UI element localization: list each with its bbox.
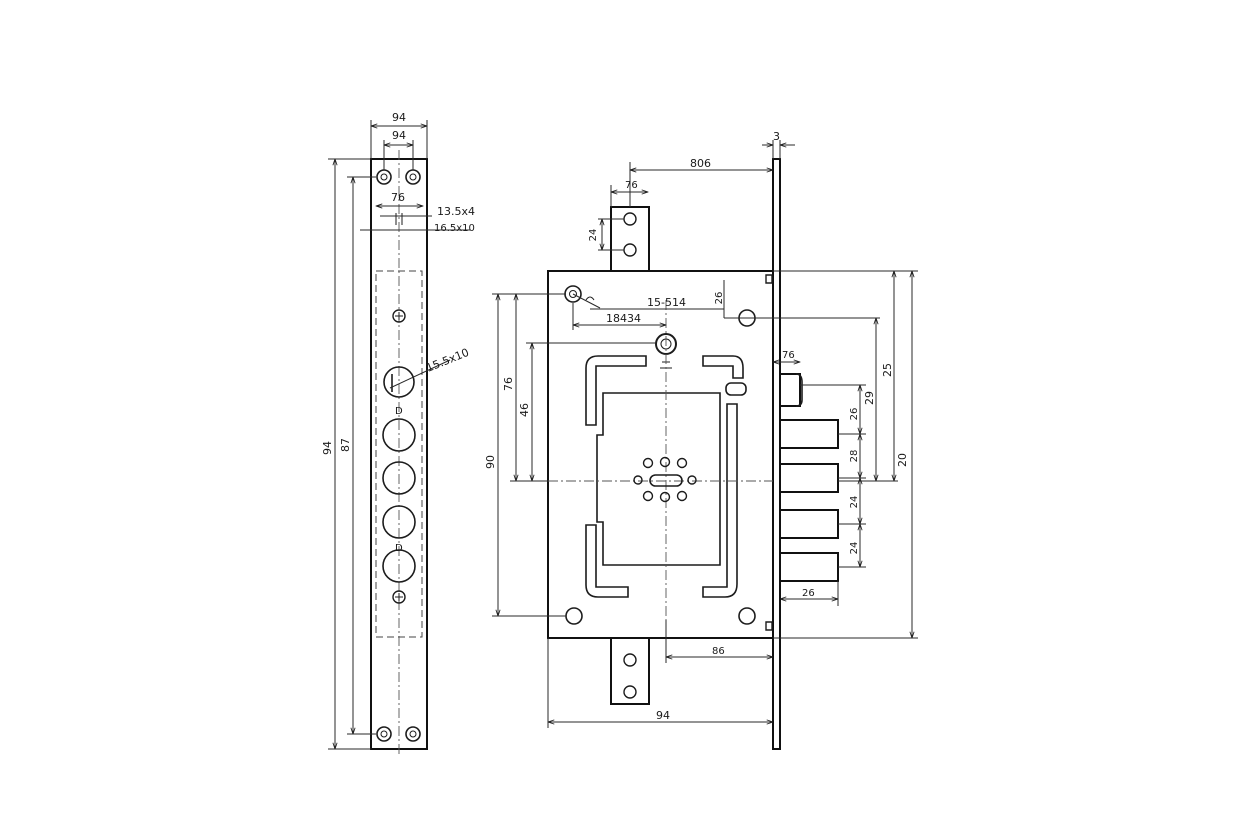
strip-dim-hole-spacing: 76 (376, 191, 423, 206)
svg-text:3: 3 (773, 130, 780, 143)
svg-text:94: 94 (392, 111, 406, 124)
case-rivets (765, 274, 773, 631)
dim-right-29: 29 (863, 318, 876, 481)
strip-mark-1: D (395, 406, 403, 417)
svg-text:26: 26 (802, 588, 815, 599)
strip-screw-bottom-right (405, 726, 421, 742)
lock-case (547, 270, 774, 639)
svg-text:87: 87 (339, 438, 352, 452)
tab-bottom-hole-1 (623, 653, 637, 667)
strip-bolt-hole-1 (382, 418, 416, 452)
svg-text:16.5x10: 16.5x10 (434, 223, 475, 234)
slot-top-left (585, 355, 647, 426)
dim-spindle-offset: 18434 (573, 303, 666, 330)
svg-text:76: 76 (782, 350, 795, 361)
latch-bolt-bevel (795, 373, 803, 407)
dim-top-offset: 26 (714, 280, 880, 319)
faceplate-strip-view: D D 94 94 76 13.5x4 16.5x10 15.5x10 (321, 111, 475, 755)
deadbolt-1 (779, 419, 839, 449)
dim-spindle-span: 15-514 (572, 293, 724, 310)
inner-plate (596, 392, 721, 566)
strip-dim-height-inner: 87 (339, 177, 376, 734)
strip-bolt-hole-4 (382, 549, 416, 583)
svg-text:15-514: 15-514 (647, 296, 686, 309)
svg-text:20: 20 (896, 453, 909, 467)
svg-text:94: 94 (321, 441, 334, 455)
svg-text:28: 28 (849, 450, 860, 463)
strip-latch-hole (383, 366, 415, 398)
svg-text:86: 86 (712, 646, 725, 657)
svg-text:806: 806 (690, 157, 711, 170)
slot-bottom-left (585, 524, 629, 598)
dim-faceplate-thickness: 3 (762, 130, 795, 159)
deadbolt-3 (779, 509, 839, 539)
svg-text:26: 26 (714, 292, 725, 305)
case-hole-bottom-right (738, 607, 756, 625)
dim-bottom-86: 86 (666, 620, 773, 663)
svg-text:29: 29 (863, 391, 876, 405)
tab-bottom-hole-2 (623, 685, 637, 699)
cylinder-hole-pattern (633, 456, 697, 503)
strip-dim-height-outer: 94 (321, 159, 371, 749)
slot-right (702, 403, 738, 598)
strip-slot-mark (395, 213, 403, 225)
svg-text:24: 24 (849, 542, 860, 555)
strip-dim-slot: 13.5x4 16.5x10 (380, 205, 475, 234)
dim-bolt-spacing: 26 28 24 24 (800, 385, 866, 567)
lock-tab-bottom (610, 635, 650, 705)
strip-bolt-hole-2 (382, 461, 416, 495)
dim-latch-width: 76 (773, 350, 800, 362)
lock-faceplate (772, 158, 781, 750)
svg-text:24: 24 (588, 229, 599, 242)
svg-text:76: 76 (625, 180, 638, 191)
svg-text:76: 76 (391, 191, 405, 204)
svg-text:94: 94 (656, 709, 670, 722)
latch-bolt (779, 373, 801, 407)
dim-tab-width: 76 (611, 180, 648, 207)
strip-dim-top-outer: 94 (371, 111, 427, 159)
svg-text:18434: 18434 (606, 312, 641, 325)
dim-right-outer: 20 (773, 271, 918, 638)
deadbolt-4 (779, 552, 839, 582)
strip-bolt-hole-3 (382, 505, 416, 539)
strip-screw-upper (392, 309, 406, 323)
dim-left-46: 46 (518, 343, 656, 481)
strip-screw-bottom-left (376, 726, 392, 742)
svg-text:94: 94 (392, 129, 406, 142)
svg-text:76: 76 (502, 377, 515, 391)
dim-right-25: 25 (838, 271, 898, 481)
dim-bottom-94: 94 (548, 638, 773, 728)
svg-text:90: 90 (484, 455, 497, 469)
dim-bolt-length: 26 (780, 581, 838, 606)
svg-text:24: 24 (849, 496, 860, 509)
strip-mark-2: D (395, 543, 403, 554)
latch-tongue (725, 382, 747, 396)
deadbolt-2 (779, 463, 839, 493)
svg-text:15.5x10: 15.5x10 (424, 346, 471, 375)
svg-text:46: 46 (518, 403, 531, 417)
lock-tab-top (610, 206, 650, 274)
svg-text:25: 25 (881, 363, 894, 377)
spindle-span-squiggle (585, 296, 595, 301)
dim-left-76: 76 (502, 294, 566, 481)
lock-body-view: 3 806 76 24 26 15-514 (484, 130, 918, 750)
strip-dim-top-inner: 94 (384, 129, 413, 170)
svg-text:26: 26 (849, 408, 860, 421)
strip-screw-lower (392, 590, 406, 604)
slot-top-right (702, 355, 744, 379)
dim-tab-hole-spacing: 24 (588, 219, 624, 250)
dim-top-width: 806 (630, 157, 773, 207)
svg-text:13.5x4: 13.5x4 (437, 205, 475, 218)
